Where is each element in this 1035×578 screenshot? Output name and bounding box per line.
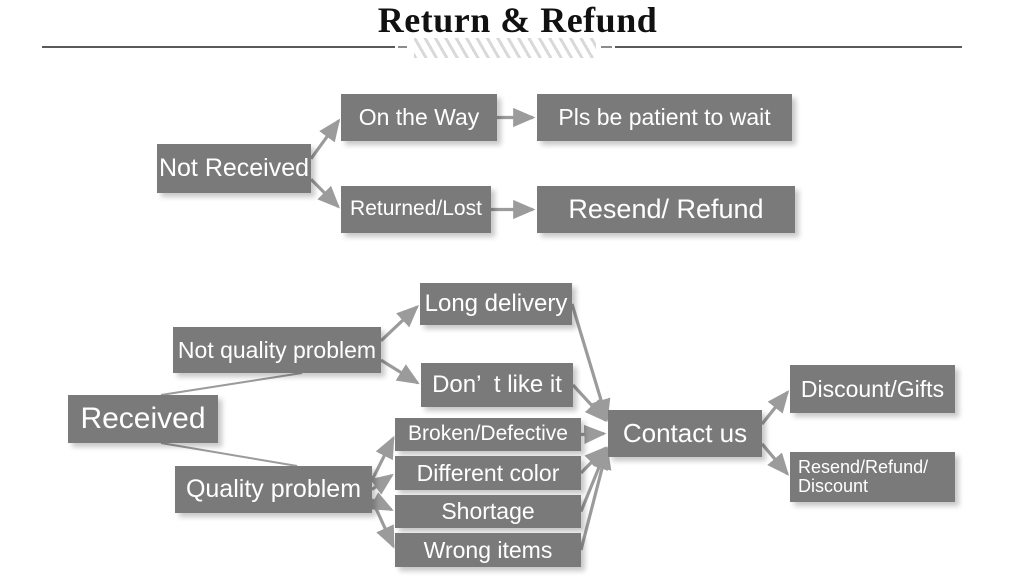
connector-quality-problem-to-shortage [369,492,394,512]
connector-not-quality-problem-to-long-delivery [379,304,419,342]
flow-node-different-color: Different color [395,456,581,490]
flow-node-pls-be-patient: Pls be patient to wait [537,94,792,141]
flow-node-received: Received [68,395,218,443]
connector-received-to-quality-problem [160,442,298,467]
divider-line-right [615,46,962,48]
connector-not-received-to-returned-lost [309,178,340,209]
connector-shortage-to-contact-us [579,446,608,513]
hatched-divider-icon [414,38,596,58]
flow-node-not-received: Not Received [157,144,311,193]
divider-line-left [42,46,395,48]
flow-node-long-delivery: Long delivery [420,283,572,325]
flow-node-quality-problem: Quality problem [175,466,372,513]
flow-node-wrong-items: Wrong items [395,533,581,567]
divider-dash-right [601,46,612,48]
flow-node-broken-defective: Broken/Defective [395,418,581,451]
page-title: Return & Refund [377,0,658,40]
connector-different-color-to-contact-us [579,446,607,475]
connector-broken-defective-to-contact-us [580,424,607,444]
connector-quality-problem-to-different-color [370,473,394,495]
connector-long-delivery-to-contact-us [570,303,611,422]
connector-quality-problem-to-broken-defective [370,435,395,481]
flow-node-returned-lost: Returned/Lost [341,186,491,233]
connector-contact-us-to-discount-gifts [760,390,790,426]
connector-quality-problem-to-wrong-items [370,499,395,549]
flow-node-resend-refund-discount: Resend/Refund/ Discount [790,452,955,502]
flow-node-discount-gifts: Discount/Gifts [790,365,955,413]
connector-not-received-to-on-the-way [309,118,341,160]
flow-node-dont-like-it: Don’ t like it [421,363,573,407]
flow-node-not-quality-problem: Not quality problem [173,327,381,373]
flow-node-on-the-way: On the Way [341,94,497,141]
connector-contact-us-to-resend-refund-discount [760,442,790,476]
flow-node-contact-us: Contact us [608,410,762,457]
flow-node-shortage: Shortage [395,495,581,528]
connector-dont-like-it-to-contact-us [571,383,608,423]
connector-not-quality-problem-to-dont-like-it [380,358,420,385]
flow-node-resend-refund: Resend/ Refund [537,186,795,233]
divider-dash-left [398,46,407,48]
connector-received-to-not-quality-problem [160,372,303,396]
connector-wrong-items-to-contact-us [579,446,612,551]
